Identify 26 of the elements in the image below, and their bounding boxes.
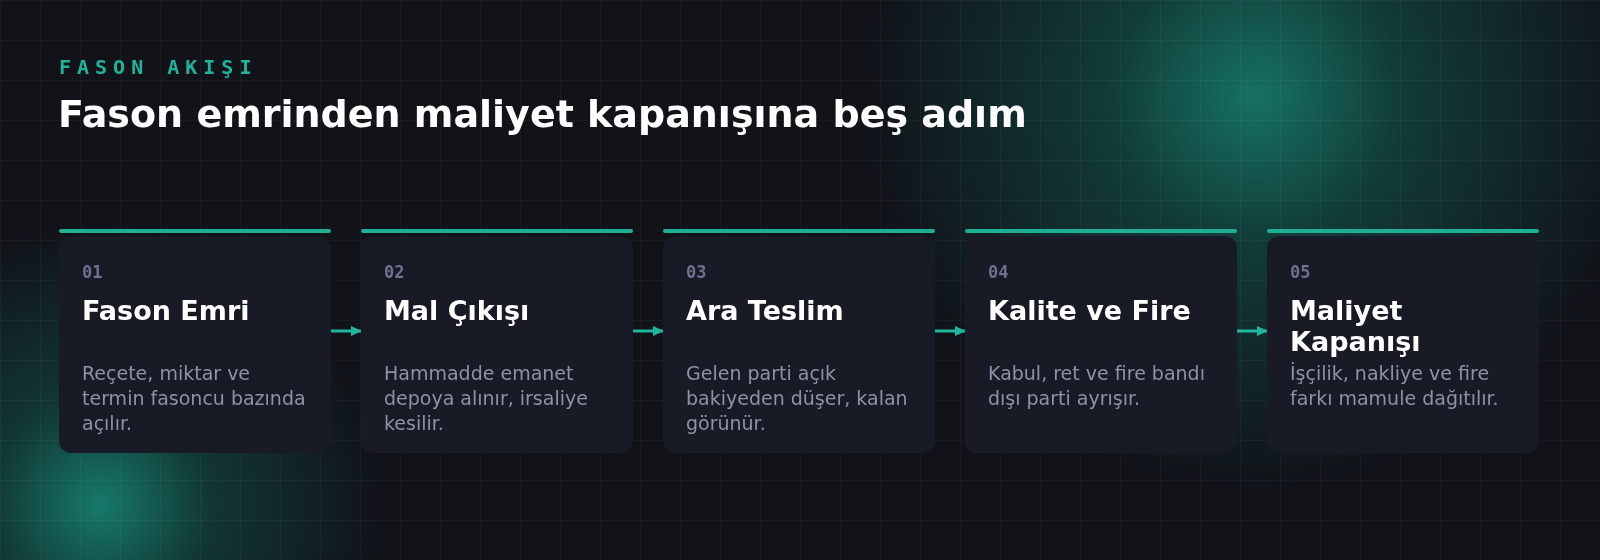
step-number: 02 — [384, 262, 405, 283]
arrow — [1237, 326, 1268, 336]
step-card — [361, 229, 633, 453]
step-card — [663, 229, 935, 453]
step-number: 01 — [82, 262, 103, 283]
step-number: 04 — [988, 262, 1009, 283]
step-description: İşçilik, nakliye ve fire farkı mamule dağıtılır. — [1290, 361, 1500, 411]
step-description: Reçete, miktar ve termin fasoncu bazında açılır. — [82, 361, 307, 436]
step-card — [1267, 229, 1539, 453]
arrow — [331, 326, 362, 336]
step-title: Mal Çıkışı — [384, 295, 530, 327]
step-description: Gelen parti açık bakiyeden düşer, kalan görünür. — [686, 361, 909, 436]
arrow — [935, 326, 966, 336]
step-card — [965, 229, 1237, 453]
step-description: Hammadde emanet depoya alınır, irsaliye kesilir. — [384, 361, 589, 436]
step-number: 05 — [1290, 262, 1311, 283]
step-title: Kalite ve Fire — [988, 295, 1191, 327]
step-number: 03 — [686, 262, 707, 283]
step-title: Ara Teslim — [686, 295, 844, 327]
arrow — [633, 326, 664, 336]
step-card — [59, 229, 331, 453]
eyebrow-label: FASON AKIŞI — [59, 55, 258, 79]
step-title: Fason Emri — [82, 295, 250, 327]
step-title: Maliyet Kapanışı — [1290, 295, 1422, 358]
diagram-title: Fason emrinden maliyet kapanışına beş adım — [58, 92, 1027, 138]
step-description: Kabul, ret ve fire bandı dışı parti ayrışır. — [988, 361, 1206, 411]
